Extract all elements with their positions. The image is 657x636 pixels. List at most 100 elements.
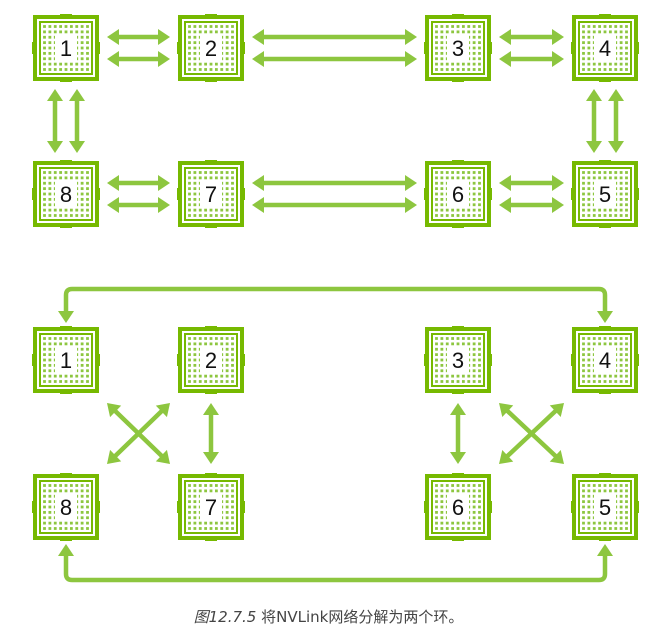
chip-dot-grid bbox=[43, 337, 89, 383]
chip-connector bbox=[60, 223, 72, 228]
chip-connector bbox=[32, 501, 37, 513]
label-backdrop bbox=[200, 346, 222, 374]
gpu-bottom-2: 2 bbox=[177, 326, 245, 394]
chip-connector bbox=[205, 14, 217, 19]
arrow-head bbox=[107, 175, 119, 191]
link-line bbox=[112, 408, 165, 459]
link-8-7 bbox=[107, 197, 170, 213]
chip-connector bbox=[571, 188, 576, 200]
label-backdrop bbox=[55, 34, 77, 62]
arrow-head bbox=[608, 141, 624, 153]
arrow-head bbox=[405, 51, 417, 67]
label-backdrop bbox=[200, 34, 222, 62]
arrow-head bbox=[252, 197, 264, 213]
chip-connector bbox=[634, 42, 639, 54]
chip-connector bbox=[634, 188, 639, 200]
chip-connector bbox=[240, 354, 245, 366]
chip-connector bbox=[32, 354, 37, 366]
chip-inner-frame bbox=[431, 333, 485, 387]
link-4-5 bbox=[586, 89, 602, 153]
chip-connector bbox=[599, 14, 611, 19]
gpu-label: 1 bbox=[60, 348, 72, 373]
figure-caption: 图12.7.5 将NVLink网络分解为两个环。 bbox=[0, 606, 657, 627]
chip-inner-frame bbox=[431, 167, 485, 221]
arrow-head bbox=[597, 544, 613, 556]
gpu-label: 5 bbox=[599, 495, 611, 520]
arrow-head bbox=[552, 175, 564, 191]
link-1-8 bbox=[47, 89, 63, 153]
label-backdrop bbox=[447, 34, 469, 62]
chip-inner-frame bbox=[39, 21, 93, 75]
gpu-top-6: 6 bbox=[424, 160, 492, 228]
link-line bbox=[504, 408, 559, 459]
chip-connector bbox=[95, 501, 100, 513]
link-line bbox=[63, 554, 608, 583]
gpu-label: 2 bbox=[205, 36, 217, 61]
arrow-head bbox=[499, 51, 511, 67]
chip-inner-frame bbox=[431, 480, 485, 534]
chip-connector bbox=[177, 42, 182, 54]
link-4-5 bbox=[608, 89, 624, 153]
label-backdrop bbox=[55, 346, 77, 374]
arrow-head bbox=[203, 403, 219, 415]
link-7-6 bbox=[252, 197, 417, 213]
arrow-head bbox=[155, 449, 170, 464]
chip-connector bbox=[571, 501, 576, 513]
chip-inner-frame bbox=[578, 167, 632, 221]
link-7-6 bbox=[252, 175, 417, 191]
arrow-head bbox=[107, 29, 119, 45]
gpu-label: 2 bbox=[205, 348, 217, 373]
arrow-head bbox=[158, 29, 170, 45]
chip-inner-frame bbox=[39, 167, 93, 221]
chip-connector bbox=[60, 14, 72, 19]
arrow-head bbox=[58, 311, 74, 323]
chip-connector bbox=[599, 389, 611, 394]
arrow-head bbox=[586, 141, 602, 153]
chip-connector bbox=[32, 188, 37, 200]
gpu-label: 5 bbox=[599, 182, 611, 207]
label-backdrop bbox=[55, 493, 77, 521]
arrow-head bbox=[499, 197, 511, 213]
gpu-label: 4 bbox=[599, 348, 611, 373]
chip-connector bbox=[599, 77, 611, 82]
link-1-8 bbox=[69, 89, 85, 153]
chip-connector bbox=[240, 501, 245, 513]
chip-connector bbox=[487, 501, 492, 513]
arrow-head bbox=[107, 51, 119, 67]
label-backdrop bbox=[447, 180, 469, 208]
chip-connector bbox=[95, 188, 100, 200]
chip-inner-frame bbox=[578, 333, 632, 387]
gpu-top-2: 2 bbox=[177, 14, 245, 82]
chip-connector bbox=[95, 354, 100, 366]
label-backdrop bbox=[594, 493, 616, 521]
chip-connector bbox=[452, 77, 464, 82]
arrow-head bbox=[158, 51, 170, 67]
chip-connector bbox=[452, 326, 464, 331]
chip-connector bbox=[60, 536, 72, 541]
arrow-head bbox=[47, 141, 63, 153]
chip-inner-frame bbox=[431, 21, 485, 75]
arrow-head bbox=[552, 197, 564, 213]
arrow-head bbox=[552, 29, 564, 45]
link-6-5 bbox=[499, 197, 564, 213]
link-3-4 bbox=[499, 29, 564, 45]
gpu-top-8: 8 bbox=[32, 160, 100, 228]
chip-connector bbox=[177, 188, 182, 200]
label-backdrop bbox=[55, 180, 77, 208]
arrow-head bbox=[552, 51, 564, 67]
chip-connector bbox=[599, 223, 611, 228]
ring-link-3-6 bbox=[450, 403, 466, 464]
chip-connector bbox=[599, 536, 611, 541]
arrow-head bbox=[69, 141, 85, 153]
arrow-head bbox=[608, 89, 624, 101]
gpu-top-4: 4 bbox=[571, 14, 639, 82]
arrow-head bbox=[252, 175, 264, 191]
chip-connector bbox=[571, 42, 576, 54]
ring-link-4-6 bbox=[499, 403, 564, 464]
gpu-label: 6 bbox=[452, 495, 464, 520]
arrow-head bbox=[405, 175, 417, 191]
arrow-head bbox=[107, 197, 119, 213]
arrow-head bbox=[405, 197, 417, 213]
chip-connector bbox=[240, 188, 245, 200]
arrow-head bbox=[107, 449, 122, 464]
